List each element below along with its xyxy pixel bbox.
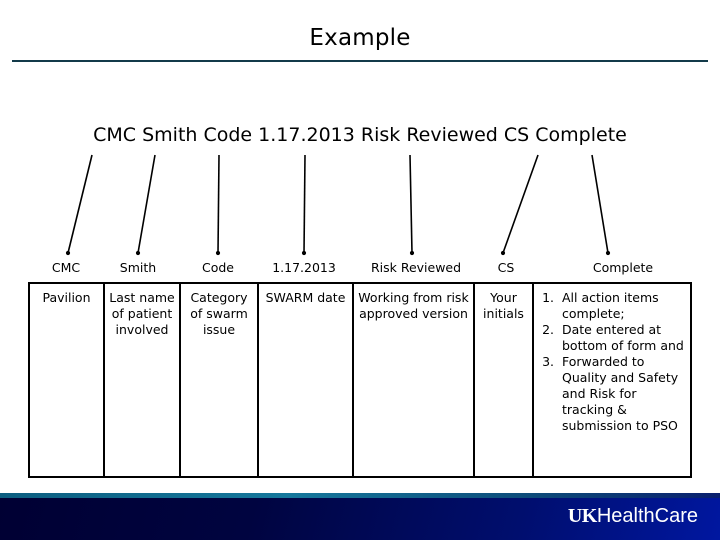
connector-line-risk-reviewed [409, 154, 413, 254]
complete-item-1: All action items complete; [558, 290, 688, 322]
title-divider [12, 60, 708, 62]
table-divider-7 [690, 284, 692, 476]
connector-line-code [217, 154, 220, 254]
connector-dot-code [215, 250, 221, 256]
connector-line-date [303, 154, 306, 254]
table-divider-1 [103, 284, 105, 476]
complete-item-3: Forwarded to Quality and Safety and Risk… [558, 354, 688, 434]
table-divider-3 [257, 284, 259, 476]
connector-dot-cs [500, 250, 506, 256]
table-divider-5 [473, 284, 475, 476]
page-title: Example [309, 25, 411, 51]
column-header-cmc: CMC [51, 260, 81, 275]
cell-swarm-date: SWARM date [265, 290, 346, 305]
cell-complete-list: All action items complete; Date entered … [536, 290, 688, 434]
table-body: Pavilion Last name of patient involved C… [28, 282, 692, 478]
table-header-row: CMC Smith Code 1.17.2013 Risk Reviewed C… [28, 260, 692, 282]
column-header-complete: Complete [592, 260, 654, 275]
table-divider-0 [28, 284, 30, 476]
cell-category: Category of swarm issue [190, 290, 248, 337]
connector-dot-complete [605, 250, 611, 256]
uk-healthcare-logo: UKHealthCare [568, 505, 698, 528]
table-divider-2 [179, 284, 181, 476]
logo-uk-text: UK [567, 505, 598, 527]
connector-dot-date [301, 250, 307, 256]
footer-accent-strip [0, 493, 720, 498]
cell-working-from: Working from risk approved version [358, 290, 469, 321]
connector-line-cmc [67, 154, 93, 254]
column-header-smith: Smith [119, 260, 157, 275]
connector-line-complete [591, 154, 609, 254]
heading-phrase: CMC Smith Code 1.17.2013 Risk Reviewed C… [93, 124, 627, 146]
legend-table: CMC Smith Code 1.17.2013 Risk Reviewed C… [28, 260, 692, 478]
column-header-date: 1.17.2013 [272, 260, 336, 275]
connector-dot-cmc [65, 250, 71, 256]
connector-line-cs [502, 154, 539, 254]
slide-footer: UKHealthCare [0, 493, 720, 540]
footer-background [0, 498, 720, 540]
table-divider-4 [352, 284, 354, 476]
cell-pavilion: Pavilion [42, 290, 91, 305]
complete-item-2: Date entered at bottom of form and [558, 322, 688, 354]
connector-dot-risk-reviewed [409, 250, 415, 256]
logo-healthcare-text: HealthCare [596, 505, 698, 527]
column-header-code: Code [201, 260, 234, 275]
complete-ordered-list: All action items complete; Date entered … [536, 290, 688, 434]
connector-dot-smith [135, 250, 141, 256]
cell-last-name: Last name of patient involved [109, 290, 175, 337]
column-header-risk-reviewed: Risk Reviewed [370, 260, 462, 275]
connector-line-smith [137, 154, 156, 254]
column-header-cs: CS [497, 260, 515, 275]
table-divider-6 [532, 284, 534, 476]
cell-your-initials: Your initials [483, 290, 524, 321]
